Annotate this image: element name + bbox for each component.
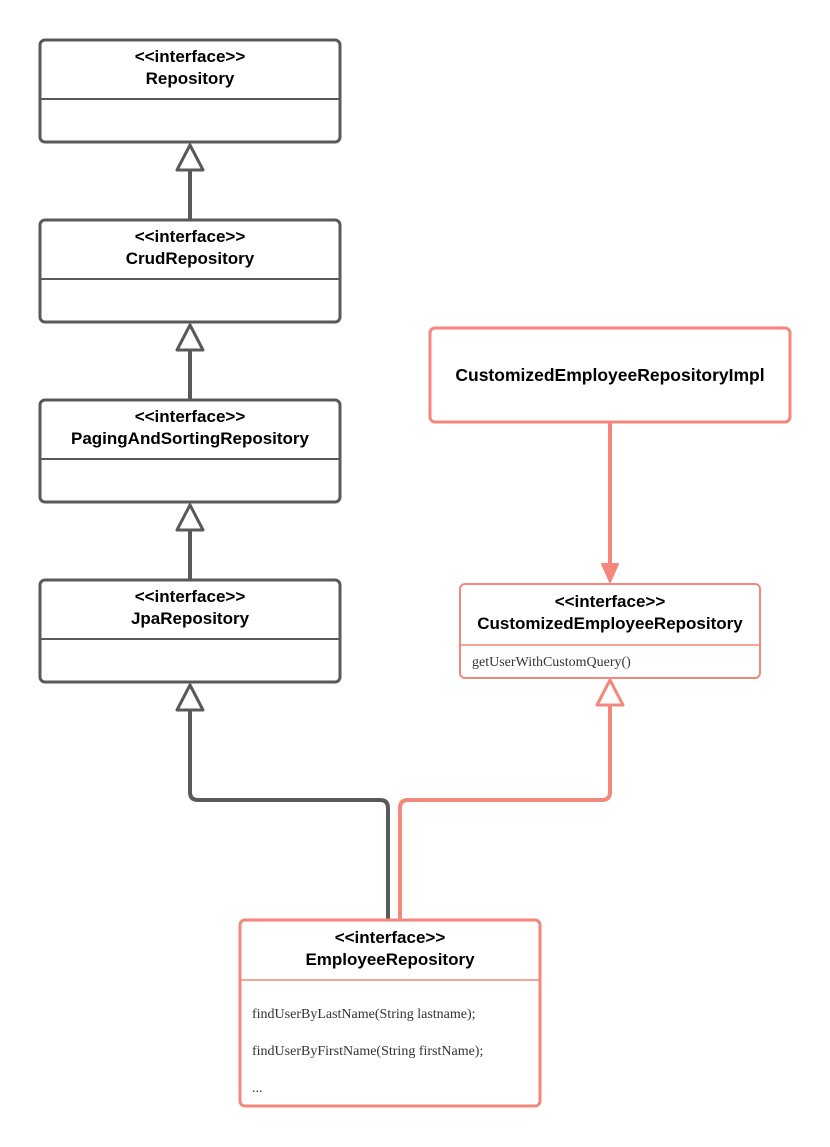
stereotype-label: <<interface>>: [555, 592, 666, 611]
class-name: CustomizedEmployeeRepository: [477, 614, 743, 633]
class-box-employee-repository: <<interface>> EmployeeRepository findUse…: [238, 918, 542, 1108]
generalization-arrowhead: [175, 683, 205, 712]
filled-arrowhead: [601, 563, 619, 583]
generalization-arrowhead: [595, 678, 625, 707]
class-name: JpaRepository: [131, 609, 250, 628]
stereotype-label: <<interface>>: [135, 227, 246, 246]
generalization-arrowhead: [175, 323, 205, 352]
edge-impl-to-customized: [601, 422, 619, 583]
stereotype-label: <<interface>>: [335, 928, 446, 947]
edge-jpa-to-paging: [175, 503, 205, 580]
stereotype-label: <<interface>>: [135, 407, 246, 426]
class-box-crud-repository: <<interface>> CrudRepository: [38, 218, 342, 324]
class-name: Repository: [146, 69, 235, 88]
class-box-jpa-repository: <<interface>> JpaRepository: [38, 578, 342, 684]
method-item: findUserByLastName(String lastname);: [252, 1007, 476, 1022]
method-item: findUserByFirstName(String firstName);: [252, 1044, 483, 1059]
class-box-paging-and-sorting-repository: <<interface>> PagingAndSortingRepository: [38, 398, 342, 504]
class-box-customized-employee-repository: <<interface>> CustomizedEmployeeReposito…: [459, 583, 761, 679]
class-name: PagingAndSortingRepository: [71, 429, 310, 448]
class-box-repository: <<interface>> Repository: [38, 38, 342, 144]
stereotype-label: <<interface>>: [135, 587, 246, 606]
method-item: ...: [252, 1081, 263, 1096]
edge-crud-to-repository: [175, 143, 205, 220]
class-box-customized-employee-repository-impl: CustomizedEmployeeRepositoryImpl: [428, 326, 792, 424]
edge-employee-to-jpa: [175, 683, 390, 920]
class-name: CrudRepository: [126, 249, 255, 268]
class-name: EmployeeRepository: [305, 950, 475, 969]
edge-employee-to-customized: [398, 678, 625, 920]
generalization-arrowhead: [175, 143, 205, 172]
method-item: getUserWithCustomQuery(): [472, 655, 631, 670]
generalization-arrowhead: [175, 503, 205, 532]
class-name: CustomizedEmployeeRepositoryImpl: [455, 365, 764, 385]
stereotype-label: <<interface>>: [135, 47, 246, 66]
edge-paging-to-crud: [175, 323, 205, 400]
